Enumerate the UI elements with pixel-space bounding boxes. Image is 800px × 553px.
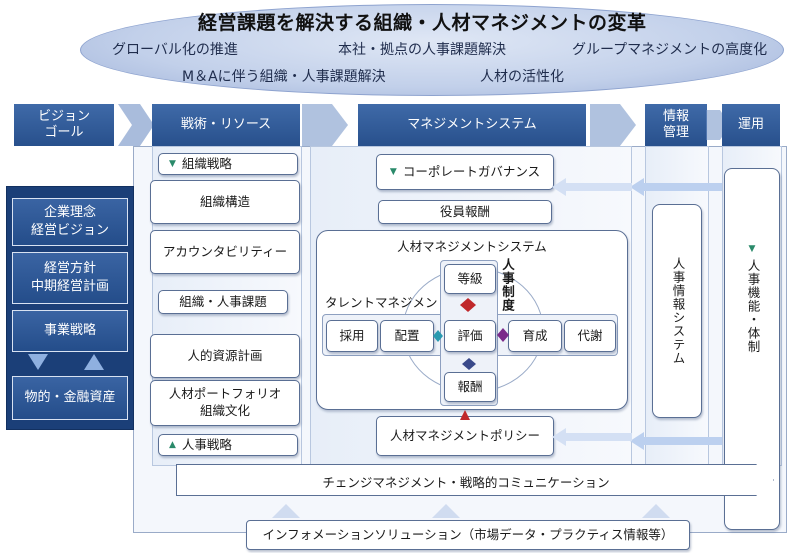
arrow-left-icon	[630, 432, 722, 450]
corporate-governance: ▼ コーポレートガバナンス	[376, 154, 554, 190]
org-strategy-label: 組織戦略	[181, 155, 232, 171]
hrm-system-title: 人材マネジメントシステム	[397, 239, 547, 254]
change-label: チェンジマネジメント・戦略的コミュニケーション	[322, 475, 610, 490]
triangle-down-icon: ▼	[389, 166, 397, 177]
triangle-up-icon: ▲	[169, 439, 176, 450]
accountability: アカウンタビリティー	[150, 230, 300, 274]
vision-item: 企業理念 経営ビジョン	[12, 198, 128, 246]
policy-item: 経営方針 中期経営計画	[12, 252, 128, 304]
org-strategy: ▼ 組織戦略	[158, 153, 298, 175]
hr-strategy: ▲ 人事戦略	[158, 434, 298, 456]
triangle-up-icon	[460, 410, 470, 420]
header-management: マネジメントシステム	[358, 104, 586, 146]
hr-policy: 人材マネジメントポリシー	[376, 416, 554, 456]
header-vision: ビジョン ゴール	[14, 104, 114, 146]
org-structure: 組織構造	[150, 180, 300, 224]
policy-label: 人材マネジメントポリシー	[389, 427, 540, 443]
header-info: 情報 管理	[645, 104, 707, 146]
hire-box: 採用	[326, 320, 378, 352]
header-strategy: 戦術・リソース	[152, 104, 300, 146]
governance-label: コーポレートガバナンス	[402, 163, 541, 179]
header-operation: 運用	[722, 104, 780, 146]
triangle-down-icon: ▼	[748, 244, 756, 254]
hr-info-system: 人事情報システム	[652, 204, 702, 418]
hr-info-system-label: 人事情報システム	[670, 257, 686, 365]
develop-box: 育成	[508, 320, 562, 352]
metabolism-box: 代謝	[564, 320, 616, 352]
hr-function-label: 人事機能・体制	[745, 259, 761, 354]
talent-portfolio: 人材ポートフォリオ 組織文化	[150, 380, 300, 426]
arrows-icon	[28, 354, 104, 370]
up-arrows-icon	[272, 504, 670, 518]
diamond-navy-icon	[462, 358, 476, 370]
diamond-teal-icon	[433, 330, 443, 342]
ellipse-item: 人材の活性化	[480, 69, 564, 85]
hr-resource-plan: 人的資源計画	[150, 334, 300, 378]
hr-system-label: 人事制度	[500, 258, 515, 312]
chevron-right-icon	[302, 104, 348, 146]
grade-box: 等級	[444, 264, 496, 294]
org-hr-issues: 組織・人事課題	[158, 290, 288, 314]
talent-management-label: タレントマネジメント	[325, 295, 451, 310]
ellipse-item: グループマネジメントの高度化	[572, 42, 768, 58]
arrow-left-icon	[552, 178, 632, 196]
ellipse-item: グローバル化の推進	[112, 42, 238, 58]
triangle-down-icon: ▼	[169, 158, 176, 169]
page-title: 経営課題を解決する組織・人材マネジメントの変革	[198, 12, 647, 34]
diamond-purple-icon	[497, 328, 509, 342]
business-strategy-item: 事業戦略	[12, 310, 128, 352]
ellipse-item: 本社・拠点の人事課題解決	[338, 42, 506, 58]
diamond-red-icon	[460, 298, 476, 312]
evaluation-box: 評価	[444, 320, 496, 352]
chevron-right-icon	[118, 104, 154, 146]
arrow-left-icon	[630, 178, 722, 196]
vision-ellipse	[80, 4, 784, 96]
executive-pay: 役員報酬	[378, 200, 552, 224]
hr-strategy-label: 人事戦略	[181, 436, 232, 452]
arrow-left-icon	[552, 428, 632, 446]
change-arrow	[176, 464, 774, 496]
placement-box: 配置	[380, 320, 434, 352]
info-solution: インフォメーションソリューション（市場データ・プラクティス情報等）	[246, 520, 690, 550]
assets-item: 物的・金融資産	[12, 376, 128, 420]
ellipse-item: M＆Aに伴う組織・人事課題解決	[182, 69, 386, 85]
chevron-right-icon	[590, 104, 636, 146]
compensation-box: 報酬	[444, 372, 496, 402]
